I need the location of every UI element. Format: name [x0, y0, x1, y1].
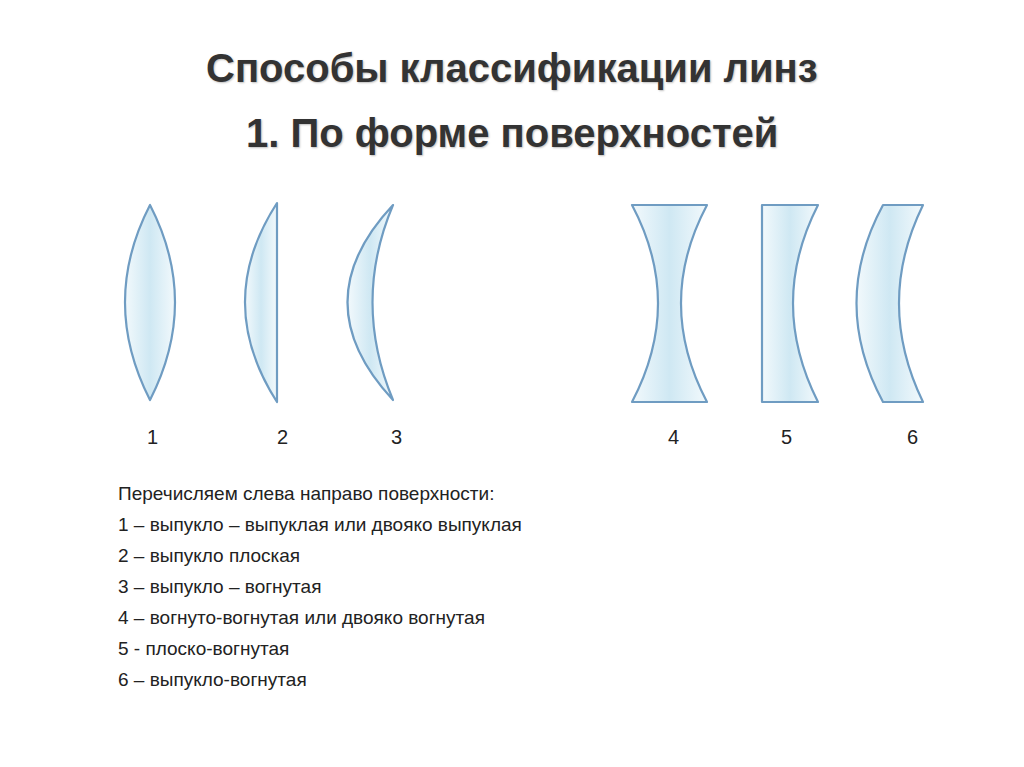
- plano-convex-lens: [245, 203, 277, 402]
- slide-title: Способы классификации линз: [206, 46, 818, 91]
- list-item: 3 – выпукло – вогнутая: [118, 576, 321, 598]
- callout-number: 6: [907, 426, 918, 449]
- list-item: 4 – вогнуто-вогнутая или двояко вогнутая: [118, 607, 485, 629]
- plano-concave-lens: [762, 205, 818, 402]
- slide-subtitle: 1. По форме поверхностей: [246, 111, 778, 156]
- list-item: 1 – выпукло – выпуклая или двояко выпукл…: [118, 514, 522, 536]
- list-item: 5 - плоско-вогнутая: [118, 638, 289, 660]
- callout-number: 4: [668, 426, 679, 449]
- callout-number: 2: [277, 426, 288, 449]
- biconvex-lens: [125, 205, 175, 400]
- concave-convex-lens: [857, 205, 924, 402]
- callout-number: 3: [391, 426, 402, 449]
- list-heading: Перечисляем слева направо поверхности:: [118, 483, 494, 505]
- callout-number: 1: [147, 426, 158, 449]
- list-item: 2 – выпукло плоская: [118, 545, 300, 567]
- convex-concave-lens: [348, 205, 394, 400]
- callout-number: 5: [781, 426, 792, 449]
- biconcave-lens: [632, 205, 707, 402]
- list-item: 6 – выпукло-вогнутая: [118, 669, 307, 691]
